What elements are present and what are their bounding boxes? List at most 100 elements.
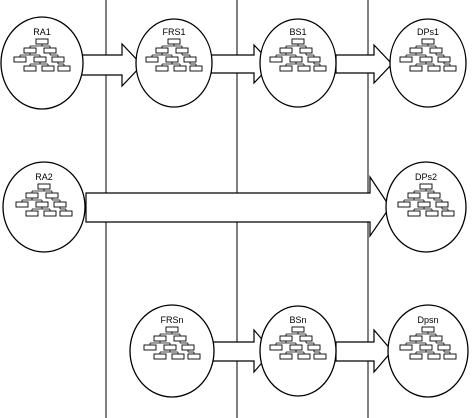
tree-box — [397, 201, 411, 208]
tree-box — [407, 210, 421, 217]
tree-box — [143, 344, 157, 351]
tree-box — [41, 65, 55, 72]
node-label-dps1: DPs1 — [417, 27, 439, 37]
tree-box — [269, 344, 283, 351]
tree-box — [297, 65, 311, 72]
tree-box — [145, 56, 159, 63]
tree-box — [23, 47, 37, 54]
tree-box — [289, 344, 303, 351]
tree-box — [425, 210, 439, 217]
node-label-bsn: BSn — [289, 315, 306, 325]
tree-box — [289, 56, 303, 63]
arrow-bs1-dps1 — [335, 43, 393, 85]
tree-box — [53, 201, 67, 208]
tree-box — [25, 192, 39, 199]
tree-box — [409, 353, 423, 360]
tree-box — [299, 335, 313, 342]
tree-box — [33, 56, 47, 63]
tree-box — [419, 183, 433, 190]
tree-box — [429, 47, 443, 54]
node-dps1: DPs1 — [389, 18, 467, 108]
node-label-ra2: RA2 — [35, 172, 53, 182]
tree-box — [419, 344, 433, 351]
arrow-bsn-dpsn — [335, 328, 393, 374]
tree-box — [313, 353, 327, 360]
tree-box — [155, 65, 169, 72]
node-label-frsn: FRSn — [160, 315, 183, 325]
tree-box — [51, 56, 65, 63]
tree-box — [291, 326, 305, 333]
node-frs1: FRS1 — [135, 18, 213, 108]
org-tree-icon — [269, 38, 327, 72]
tree-box — [23, 65, 37, 72]
tree-box — [45, 192, 59, 199]
node-frsn: FRSn — [129, 304, 215, 398]
tree-box — [37, 183, 51, 190]
tree-box — [427, 65, 441, 72]
tree-box — [409, 65, 423, 72]
org-tree-icon — [143, 326, 201, 360]
node-label-bs1: BS1 — [289, 27, 306, 37]
tree-box — [57, 65, 71, 72]
tree-box — [409, 335, 423, 342]
tree-box — [153, 335, 167, 342]
tree-box — [171, 353, 185, 360]
tree-box — [307, 56, 321, 63]
org-tree-icon — [399, 326, 457, 360]
tree-box — [35, 201, 49, 208]
tree-box — [59, 210, 73, 217]
tree-box — [35, 38, 49, 45]
tree-box — [165, 326, 179, 333]
tree-box — [165, 56, 179, 63]
org-tree-icon — [15, 183, 73, 217]
org-tree-icon — [269, 326, 327, 360]
tree-box — [407, 192, 421, 199]
tree-box — [435, 201, 449, 208]
tree-box — [279, 353, 293, 360]
node-ra2: RA2 — [2, 161, 86, 253]
tree-box — [187, 353, 201, 360]
tree-box — [443, 65, 457, 72]
tree-box — [437, 56, 451, 63]
tree-box — [155, 47, 169, 54]
org-tree-icon — [13, 38, 71, 72]
tree-box — [399, 56, 413, 63]
tree-box — [15, 201, 29, 208]
node-ra1: RA1 — [0, 16, 84, 110]
node-label-dps2: DPs2 — [415, 172, 437, 182]
org-tree-icon — [145, 38, 203, 72]
tree-box — [175, 47, 189, 54]
tree-box — [299, 47, 313, 54]
tree-box — [279, 47, 293, 54]
arrow-ra2-dps2 — [85, 175, 391, 238]
tree-box — [421, 326, 435, 333]
tree-box — [269, 56, 283, 63]
tree-box — [427, 353, 441, 360]
tree-box — [421, 38, 435, 45]
node-bsn: BSn — [259, 305, 337, 397]
node-dps2: DPs2 — [385, 161, 467, 253]
tree-box — [419, 56, 433, 63]
tree-box — [173, 65, 187, 72]
tree-box — [153, 353, 167, 360]
org-tree-icon — [399, 38, 457, 72]
node-bs1: BS1 — [259, 18, 337, 108]
tree-box — [183, 56, 197, 63]
tree-box — [297, 353, 311, 360]
tree-box — [427, 192, 441, 199]
tree-box — [43, 47, 57, 54]
tree-box — [43, 210, 57, 217]
tree-box — [437, 344, 451, 351]
tree-box — [173, 335, 187, 342]
tree-box — [313, 65, 327, 72]
tree-box — [167, 38, 181, 45]
tree-box — [13, 56, 27, 63]
tree-box — [429, 335, 443, 342]
tree-box — [441, 210, 455, 217]
tree-box — [291, 38, 305, 45]
node-dpsn: Dpsn — [387, 304, 469, 398]
org-tree-icon — [397, 183, 455, 217]
node-label-ra1: RA1 — [33, 27, 51, 37]
tree-box — [279, 335, 293, 342]
